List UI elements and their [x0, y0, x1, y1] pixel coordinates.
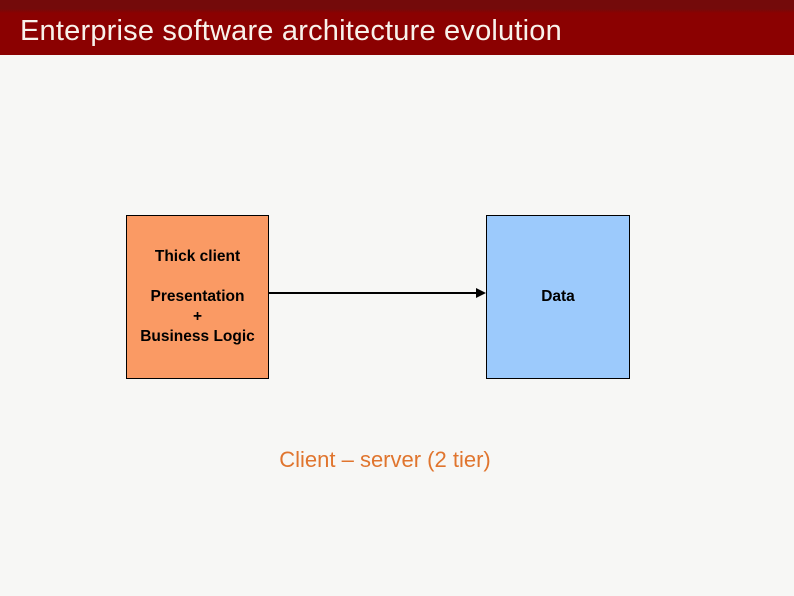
- thick-client-line-business-logic: Business Logic: [140, 328, 255, 345]
- slide-caption: Client – server (2 tier): [279, 447, 491, 472]
- thick-client-box: Thick client Presentation + Business Log…: [126, 215, 269, 379]
- connector-arrow-line: [269, 292, 478, 294]
- thick-client-heading: Thick client: [154, 248, 241, 265]
- thick-client-line-presentation: Presentation: [150, 288, 245, 305]
- data-box: Data: [486, 215, 630, 379]
- thick-client-line-plus: +: [192, 308, 203, 325]
- data-box-label: Data: [541, 288, 575, 305]
- slide-title: Enterprise software architecture evoluti…: [20, 15, 562, 47]
- slide-title-bar: Enterprise software architecture evoluti…: [0, 0, 794, 55]
- arrow-head-icon: [476, 288, 486, 298]
